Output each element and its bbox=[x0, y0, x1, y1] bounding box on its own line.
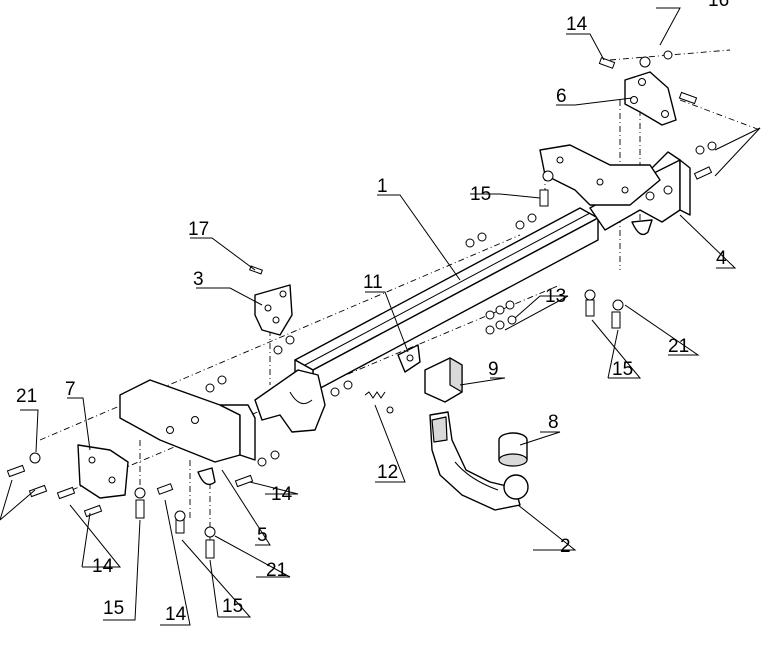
ball-cover-8 bbox=[498, 432, 528, 467]
callout-21-right: 21 bbox=[668, 336, 689, 357]
spring-12 bbox=[364, 391, 394, 414]
callout-15-left: 15 bbox=[103, 598, 124, 619]
callout-11: 11 bbox=[363, 272, 383, 293]
leader-lines bbox=[0, 7, 761, 626]
callout-12: 12 bbox=[377, 462, 398, 483]
callout-9: 9 bbox=[488, 359, 499, 380]
callout-3: 3 bbox=[193, 269, 204, 290]
socket-9 bbox=[424, 357, 463, 403]
callout-14-top: 14 bbox=[566, 14, 588, 35]
bracket-part-3 bbox=[254, 284, 293, 336]
callout-7: 7 bbox=[65, 379, 76, 400]
ball-neck bbox=[429, 411, 529, 511]
callout-21-left: 21 bbox=[16, 386, 37, 407]
callout-17: 17 bbox=[188, 219, 209, 240]
callout-14-right-bolt: 14 bbox=[271, 484, 293, 505]
callout-15-top: 15 bbox=[470, 184, 491, 205]
right-top-plate bbox=[539, 144, 661, 206]
callout-14-bottom: 14 bbox=[165, 604, 187, 625]
left-end-bracket bbox=[254, 369, 326, 433]
callout-1: 1 bbox=[377, 176, 388, 197]
callout-21-bottom: 21 bbox=[266, 560, 287, 581]
callout-labels: 1 2 3 4 5 6 7 8 9 11 12 13 14 14 14 14 1… bbox=[16, 0, 729, 625]
callout-14-left: 14 bbox=[92, 556, 114, 577]
assembly-axis-lines bbox=[39, 49, 761, 540]
callout-13: 13 bbox=[545, 286, 566, 307]
hardware-set bbox=[6, 50, 717, 559]
callout-5: 5 bbox=[257, 525, 268, 546]
left-side-bracket bbox=[119, 379, 256, 486]
socket-plate-11 bbox=[397, 344, 421, 373]
callout-15-right: 15 bbox=[612, 359, 633, 380]
callout-8: 8 bbox=[548, 412, 559, 433]
callout-4: 4 bbox=[716, 248, 727, 269]
bracket-plate-7 bbox=[77, 444, 129, 499]
callout-15-bottom: 15 bbox=[222, 596, 243, 617]
bracket-plate-6 bbox=[624, 71, 677, 126]
callout-6: 6 bbox=[556, 86, 567, 107]
callout-16: 16 bbox=[708, 0, 729, 11]
callout-2: 2 bbox=[560, 536, 571, 557]
